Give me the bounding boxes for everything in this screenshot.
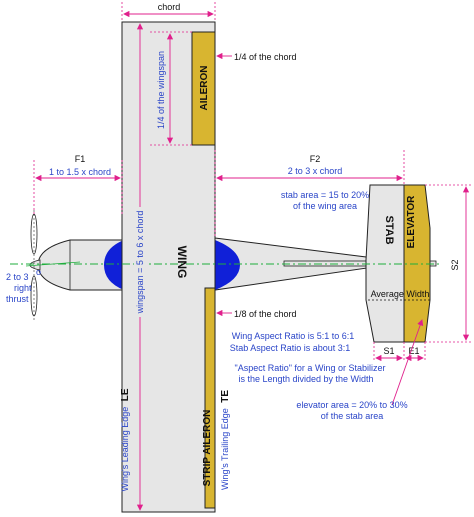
s2-label: S2 xyxy=(450,259,460,270)
f1-value: 1 to 1.5 x chord xyxy=(49,167,111,177)
elevator-area-pointer xyxy=(391,319,424,406)
wingspan-label: wingspan = 5 to 6 x chord xyxy=(135,211,145,315)
thrust-line2: right xyxy=(14,283,32,293)
trailing-edge-text: Wing's Trailing Edge xyxy=(220,408,230,490)
e1-label: E1 xyxy=(408,346,419,356)
wing-fairing-blue xyxy=(215,240,240,290)
aileron-label: AILERON xyxy=(199,66,210,111)
aspect-ratio-def1: "Aspect Ratio" for a Wing or Stabilizer xyxy=(235,363,386,373)
leading-edge-text: Wing's Leading Edge xyxy=(120,407,130,492)
f1-label: F1 xyxy=(75,154,86,164)
stab-area-line1: stab area = 15 to 20% xyxy=(281,190,369,200)
f2-label: F2 xyxy=(310,154,321,164)
average-width-label: Average Width xyxy=(371,289,430,299)
elevator-area-line1: elevator area = 20% to 30% xyxy=(296,400,407,410)
wingspan-label-bg xyxy=(134,207,146,317)
aspect-ratio-def2: is the Length divided by the Width xyxy=(238,374,373,384)
eighth-chord-label: 1/8 of the chord xyxy=(234,309,297,319)
te-text: TE xyxy=(220,390,231,403)
aileron xyxy=(191,31,216,146)
strip-aileron-label: STRIP AILERON xyxy=(202,410,213,487)
thrust-line xyxy=(25,261,81,267)
wing-label: WING xyxy=(175,246,189,279)
s1-label: S1 xyxy=(383,346,394,356)
stab-area-line2: of the wing area xyxy=(293,201,357,211)
thrust-degree: o xyxy=(36,267,41,277)
elevator-label: ELEVATOR xyxy=(406,195,417,249)
thrust-line3: thrust xyxy=(6,294,29,304)
aspect-ratio-stab: Stab Aspect Ratio is about 3:1 xyxy=(230,343,351,353)
elevator-area-line2: of the stab area xyxy=(321,411,384,421)
chord-label-bg xyxy=(152,2,188,12)
aspect-ratio-wing: Wing Aspect Ratio is 5:1 to 6:1 xyxy=(232,331,355,341)
quarter-span-label: 1/4 of the wingspan xyxy=(156,51,166,129)
engine-cowl-blue xyxy=(104,240,124,290)
le-text: LE xyxy=(120,388,131,401)
quarter-chord-label: 1/4 of the chord xyxy=(234,52,297,62)
chord-label: chord xyxy=(158,2,181,12)
leading-edge-label: Wing's Leading Edge LE xyxy=(120,388,131,491)
f2-value: 2 to 3 x chord xyxy=(288,166,343,176)
stab-label: STAB xyxy=(383,215,395,244)
strip-aileron xyxy=(204,287,216,509)
trailing-edge-label: Wing's Trailing Edge TE xyxy=(220,390,231,490)
thrust-line1: 2 to 3 xyxy=(6,272,29,282)
